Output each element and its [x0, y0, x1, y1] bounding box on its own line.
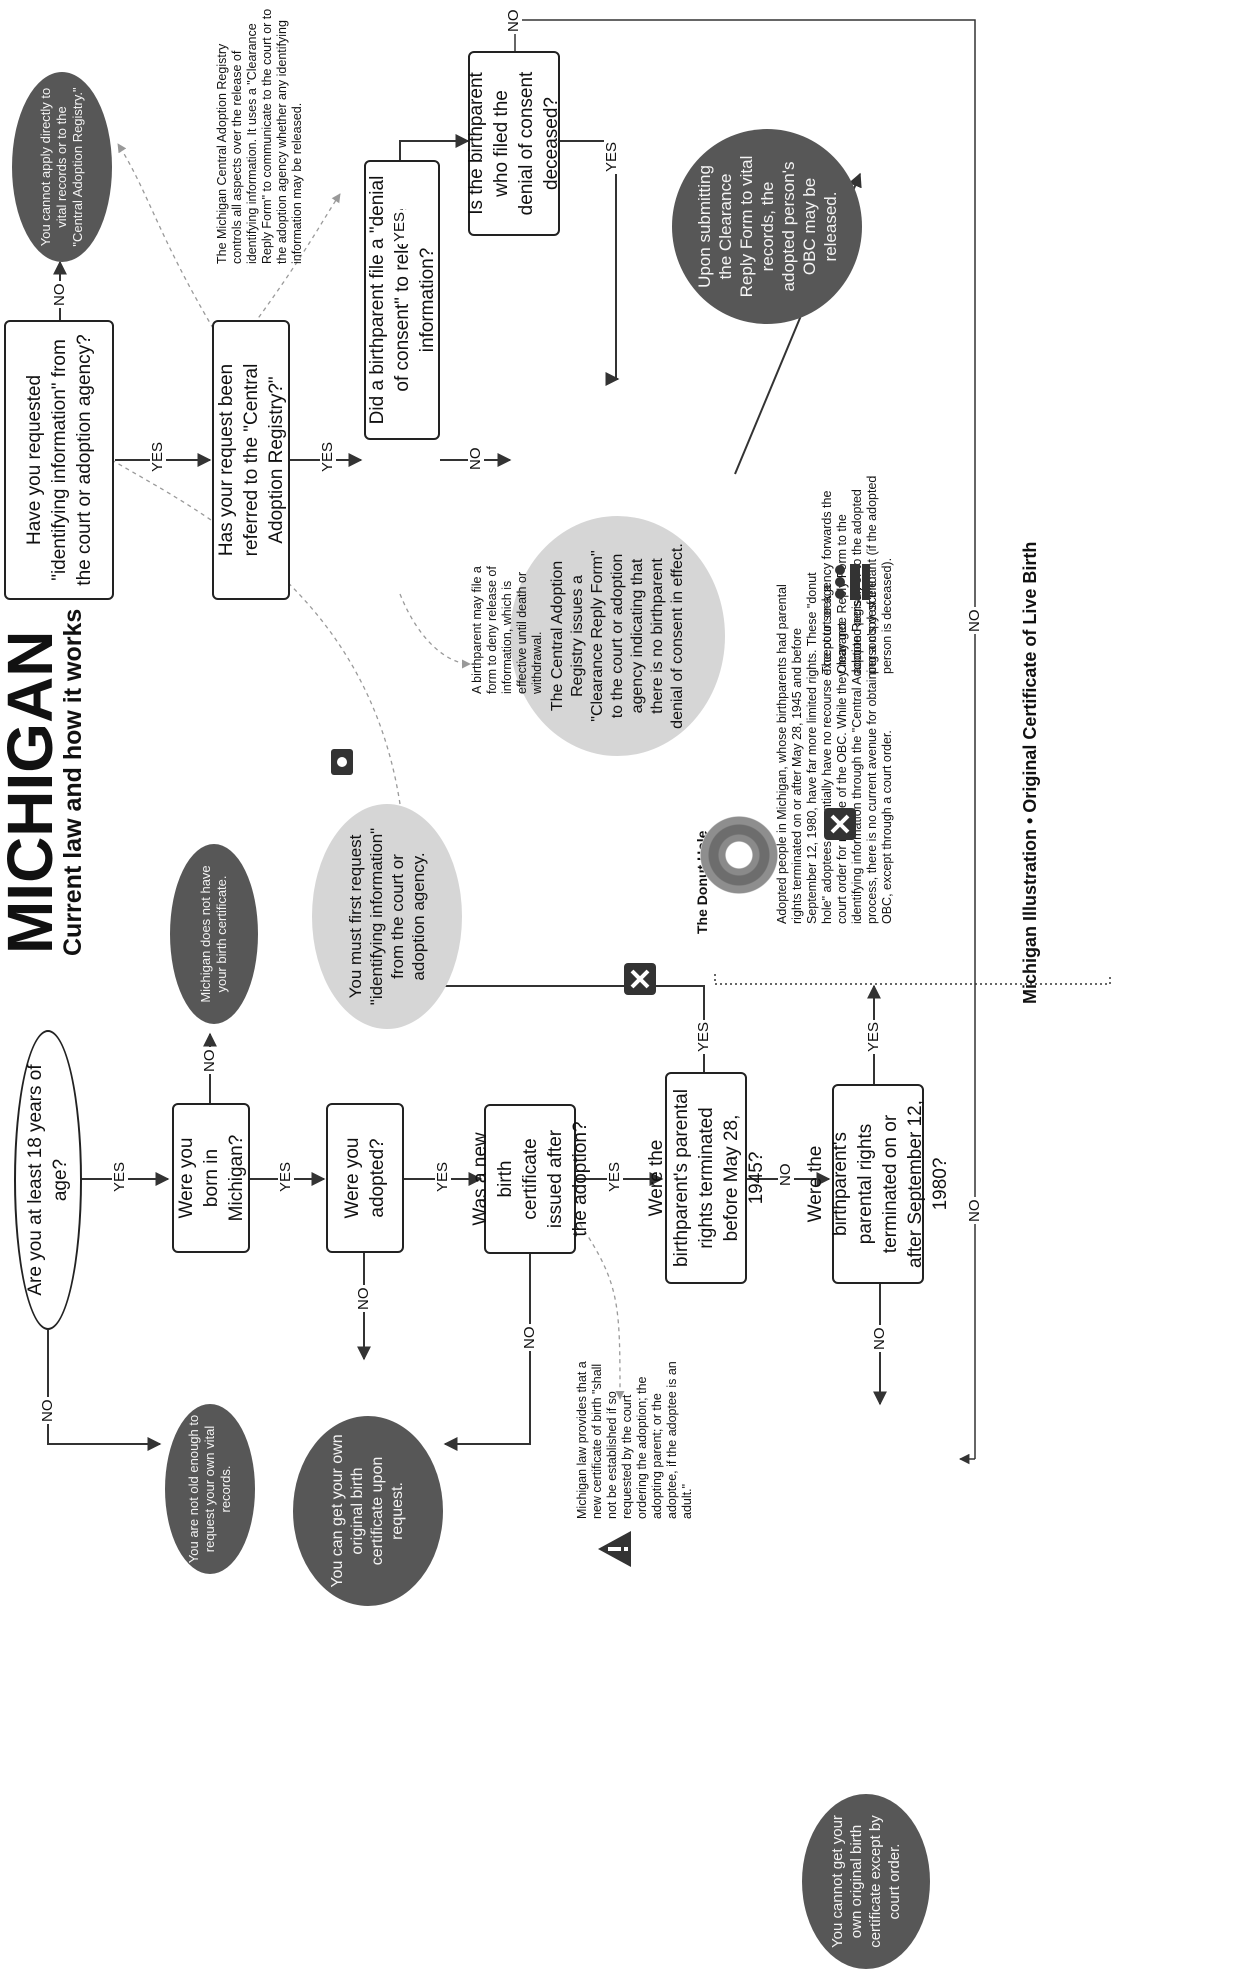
result-court-order: You cannot get your own original birth c…	[802, 1794, 930, 1969]
label-no: NO	[39, 1397, 56, 1424]
label-yes: YES	[111, 1159, 128, 1194]
label-no: NO	[505, 7, 522, 34]
result-too-young: You are not old enough to request your o…	[165, 1404, 255, 1574]
question-referred-registry: Has your request been referred to the "C…	[212, 320, 290, 600]
pointer-registry	[117, 143, 231, 357]
result-obc-released: Upon submitting the Clearance Reply Form…	[672, 129, 862, 324]
page-subtitle: Current law and how it works	[59, 608, 87, 956]
question-before-1945: Were the birthparent's parental rights t…	[646, 1072, 767, 1284]
label-yes: YES	[391, 209, 408, 244]
pointer-law	[579, 1223, 625, 1400]
label-no: NO	[871, 1325, 888, 1352]
note-central-registry: The Michigan Central Adoption Registry c…	[215, 8, 304, 264]
donut-title: The Donut Hole	[694, 830, 710, 934]
question-requested-info: Have you requested "identifying informat…	[4, 320, 114, 600]
note-denial-form: A birthparent may file a form to deny re…	[470, 566, 544, 694]
footer-caption: Michigan Illustration • Original Certifi…	[1020, 541, 1040, 1004]
question-denial-of-consent: Did a birthparent file a "denial of cons…	[364, 160, 440, 440]
label-no: NO	[966, 607, 983, 634]
label-yes: YES	[149, 439, 166, 474]
document-x-icon	[820, 804, 860, 844]
result-can-get-obc: You can get your own original birth cert…	[293, 1416, 443, 1606]
label-yes: YES	[277, 1159, 294, 1194]
label-no: NO	[966, 1197, 983, 1224]
line-newcert-no	[443, 1253, 531, 1451]
question-new-certificate: Was a new birth certificate issued after…	[470, 1104, 591, 1254]
pointer-denial	[399, 593, 471, 669]
label-no: NO	[777, 1161, 794, 1188]
result-no-certificate: Michigan does not have your birth certif…	[170, 844, 258, 1024]
question-born-michigan: Were you born in Michigan?	[172, 1103, 250, 1253]
family-icon	[325, 745, 359, 779]
label-no: NO	[467, 445, 484, 472]
line-deceased-yes	[560, 140, 620, 386]
document-x-icon	[620, 959, 660, 999]
page-title: MICHIGAN	[0, 630, 66, 954]
question-age: Are you at least 18 years of age?	[14, 1030, 82, 1330]
label-yes: YES	[695, 1019, 712, 1054]
label-yes: YES	[865, 1019, 882, 1054]
warning-icon	[595, 1529, 635, 1569]
label-no: NO	[201, 1047, 218, 1074]
question-after-1980: Were the birthparent's parental rights t…	[805, 1084, 951, 1284]
label-yes: YES	[603, 139, 620, 174]
question-adopted: Were you adopted?	[326, 1103, 404, 1253]
label-no: NO	[521, 1324, 538, 1351]
result-cannot-apply: You cannot apply directly to vital recor…	[12, 72, 112, 262]
label-no: NO	[355, 1285, 372, 1312]
gavel-icon	[830, 560, 874, 604]
question-birthparent-deceased: Is the birthparent who filed the denial …	[466, 51, 562, 236]
line-deceased-no	[514, 19, 976, 1459]
label-yes: YES	[606, 1159, 623, 1194]
line-1945-yes	[428, 929, 705, 1072]
label-yes: YES	[434, 1159, 451, 1194]
label-yes: YES	[319, 439, 336, 474]
label-no: NO	[51, 281, 68, 308]
note-donut-hole: Adopted people in Michigan, whose birthp…	[775, 572, 894, 924]
result-must-request: You must first request "identifying info…	[312, 804, 462, 1029]
donut-icon	[700, 816, 778, 894]
line-age-no	[47, 1330, 162, 1451]
donut-bracket	[714, 974, 1111, 985]
note-michigan-law: Michigan law provides that a new certifi…	[575, 1361, 694, 1519]
